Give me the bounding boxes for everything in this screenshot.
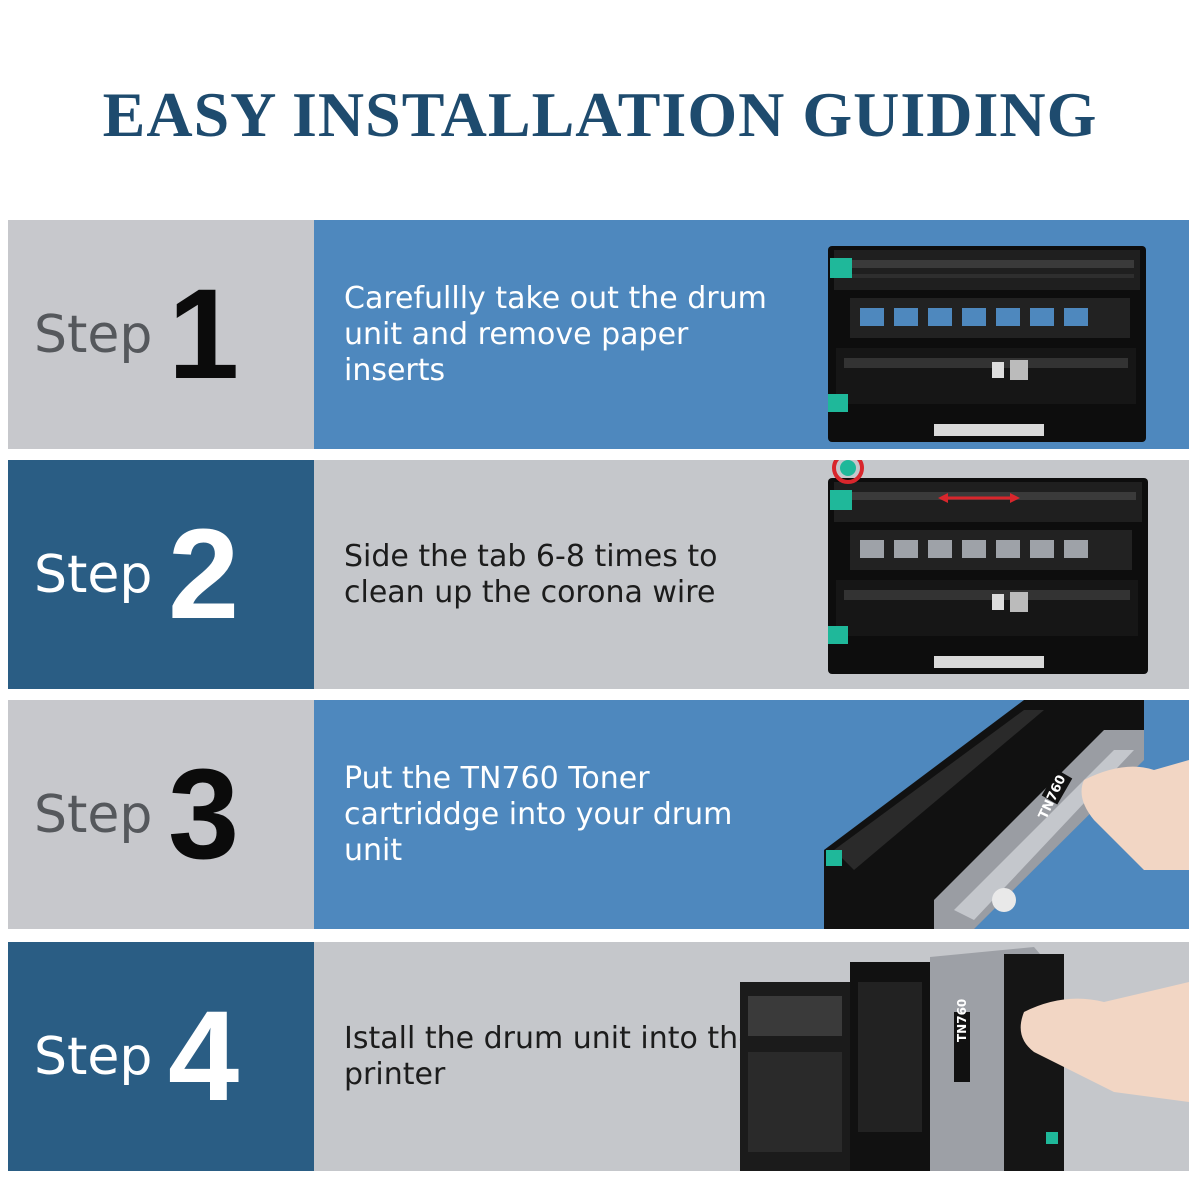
step-3-description: Put the TN760 Toner cartriddge into your… <box>344 760 733 868</box>
hand-icon <box>1020 982 1189 1102</box>
step-1-number: 1 <box>168 263 240 406</box>
step-1-label-panel: Step 1 <box>8 220 314 449</box>
printer-cartridge-label: TN760 <box>955 999 969 1042</box>
step-2-word: Step <box>34 544 153 605</box>
step-2-label-panel: Step 2 <box>8 460 314 689</box>
drum-unit-icon <box>828 246 1146 442</box>
step-3-word: Step <box>34 784 153 845</box>
step-2-content-panel: Side the tab 6-8 times to clean up the c… <box>314 460 1189 689</box>
step-4-description: Istall the drum unit into the printer <box>344 1020 757 1092</box>
toner-cartridge-icon: TN760 <box>824 700 1189 929</box>
drum-unit-with-tab-icon <box>828 460 1148 674</box>
step-1-content-panel: Carefullly take out the drum unit and re… <box>314 220 1189 449</box>
step-1-word: Step <box>34 304 153 365</box>
step-3-number: 3 <box>168 743 240 886</box>
step-3-content-panel: Put the TN760 Toner cartriddge into your… <box>314 700 1189 929</box>
step-4-content-panel: Istall the drum unit into the printer TN… <box>314 942 1189 1171</box>
step-1-description: Carefullly take out the drum unit and re… <box>344 280 767 388</box>
hand-icon <box>1081 760 1189 870</box>
printer-icon: TN760 <box>740 947 1189 1171</box>
step-4-label-panel: Step 4 <box>8 942 314 1171</box>
step-2-description: Side the tab 6-8 times to clean up the c… <box>344 538 718 610</box>
page-title: EASY INSTALLATION GUIDING <box>102 79 1098 150</box>
step-3-label-panel: Step 3 <box>8 700 314 929</box>
step-4-word: Step <box>34 1026 153 1087</box>
step-3-row: Step 3 Put the TN760 Toner cartriddge in… <box>8 700 1189 929</box>
step-4-number: 4 <box>168 985 240 1128</box>
step-2-number: 2 <box>168 503 240 646</box>
step-2-row: Step 2 Side the tab 6-8 times to clean u… <box>8 460 1189 689</box>
step-1-row: Step 1 Carefullly take out the drum unit… <box>8 220 1189 449</box>
step-4-row: Step 4 Istall the drum unit into the pri… <box>8 942 1189 1171</box>
